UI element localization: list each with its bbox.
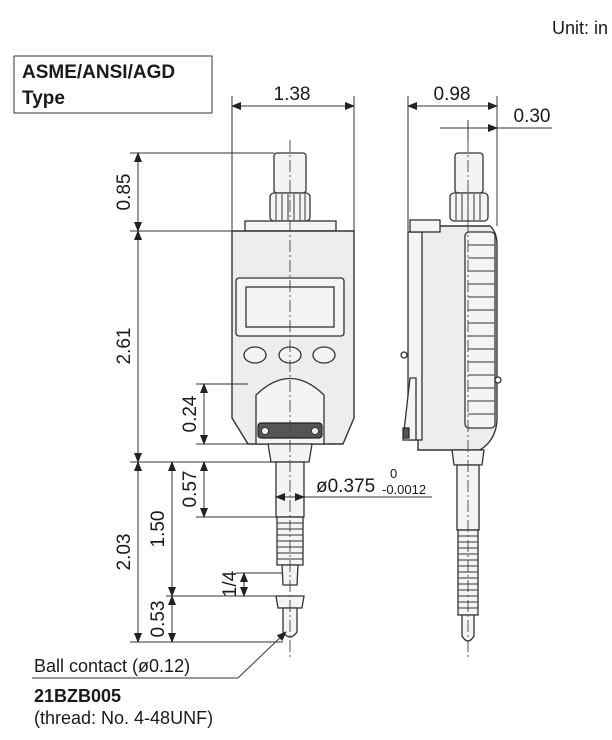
front-view — [231, 140, 355, 660]
side-ribbed-back — [464, 231, 496, 429]
type-box: ASME/ANSI/AGD Type — [13, 55, 213, 114]
dim-tol-upper: 0 — [390, 466, 397, 481]
note-part-number: 21BZB005 — [34, 686, 121, 706]
side-rib-lines — [468, 244, 494, 415]
dim-overall-lower: 2.03 — [114, 534, 135, 571]
dim-depth-side: 0.98 — [434, 84, 471, 105]
front-cap-base — [244, 220, 337, 232]
dim-cap-height: 0.85 — [114, 174, 135, 211]
dim-stem-diameter: ø0.375 — [316, 476, 375, 497]
front-button-left — [243, 346, 267, 364]
side-knurl — [449, 192, 489, 222]
dim-spindle-travel: 1.50 — [148, 511, 169, 548]
side-top-tab — [409, 219, 441, 233]
note-ball-contact: Ball contact (ø0.12) — [34, 656, 190, 676]
side-stem — [451, 449, 485, 466]
dim-width-front: 1.38 — [274, 84, 311, 105]
type-box-line2: Type — [22, 88, 65, 109]
dim-lower-offset: 0.24 — [180, 395, 201, 432]
note-thread: (thread: No. 4-48UNF) — [34, 708, 213, 728]
type-box-line1: ASME/ANSI/AGD — [22, 62, 175, 83]
side-view — [400, 140, 502, 660]
dim-quarter: 1/4 — [220, 570, 241, 597]
side-lever — [402, 377, 417, 441]
front-button-right — [312, 346, 336, 364]
unit-label: Unit: in — [552, 18, 608, 38]
dim-stem-length: 0.57 — [180, 471, 201, 508]
dim-back-offset: 0.30 — [514, 106, 551, 127]
side-cap — [454, 152, 484, 194]
dim-body-height: 2.61 — [114, 328, 135, 365]
front-stem — [267, 443, 313, 463]
dim-tol-lower: -0.0012 — [382, 482, 426, 497]
dim-tip-length: 0.53 — [148, 601, 169, 638]
dimension-lines — [32, 96, 552, 679]
front-knurl-lines — [275, 194, 306, 220]
